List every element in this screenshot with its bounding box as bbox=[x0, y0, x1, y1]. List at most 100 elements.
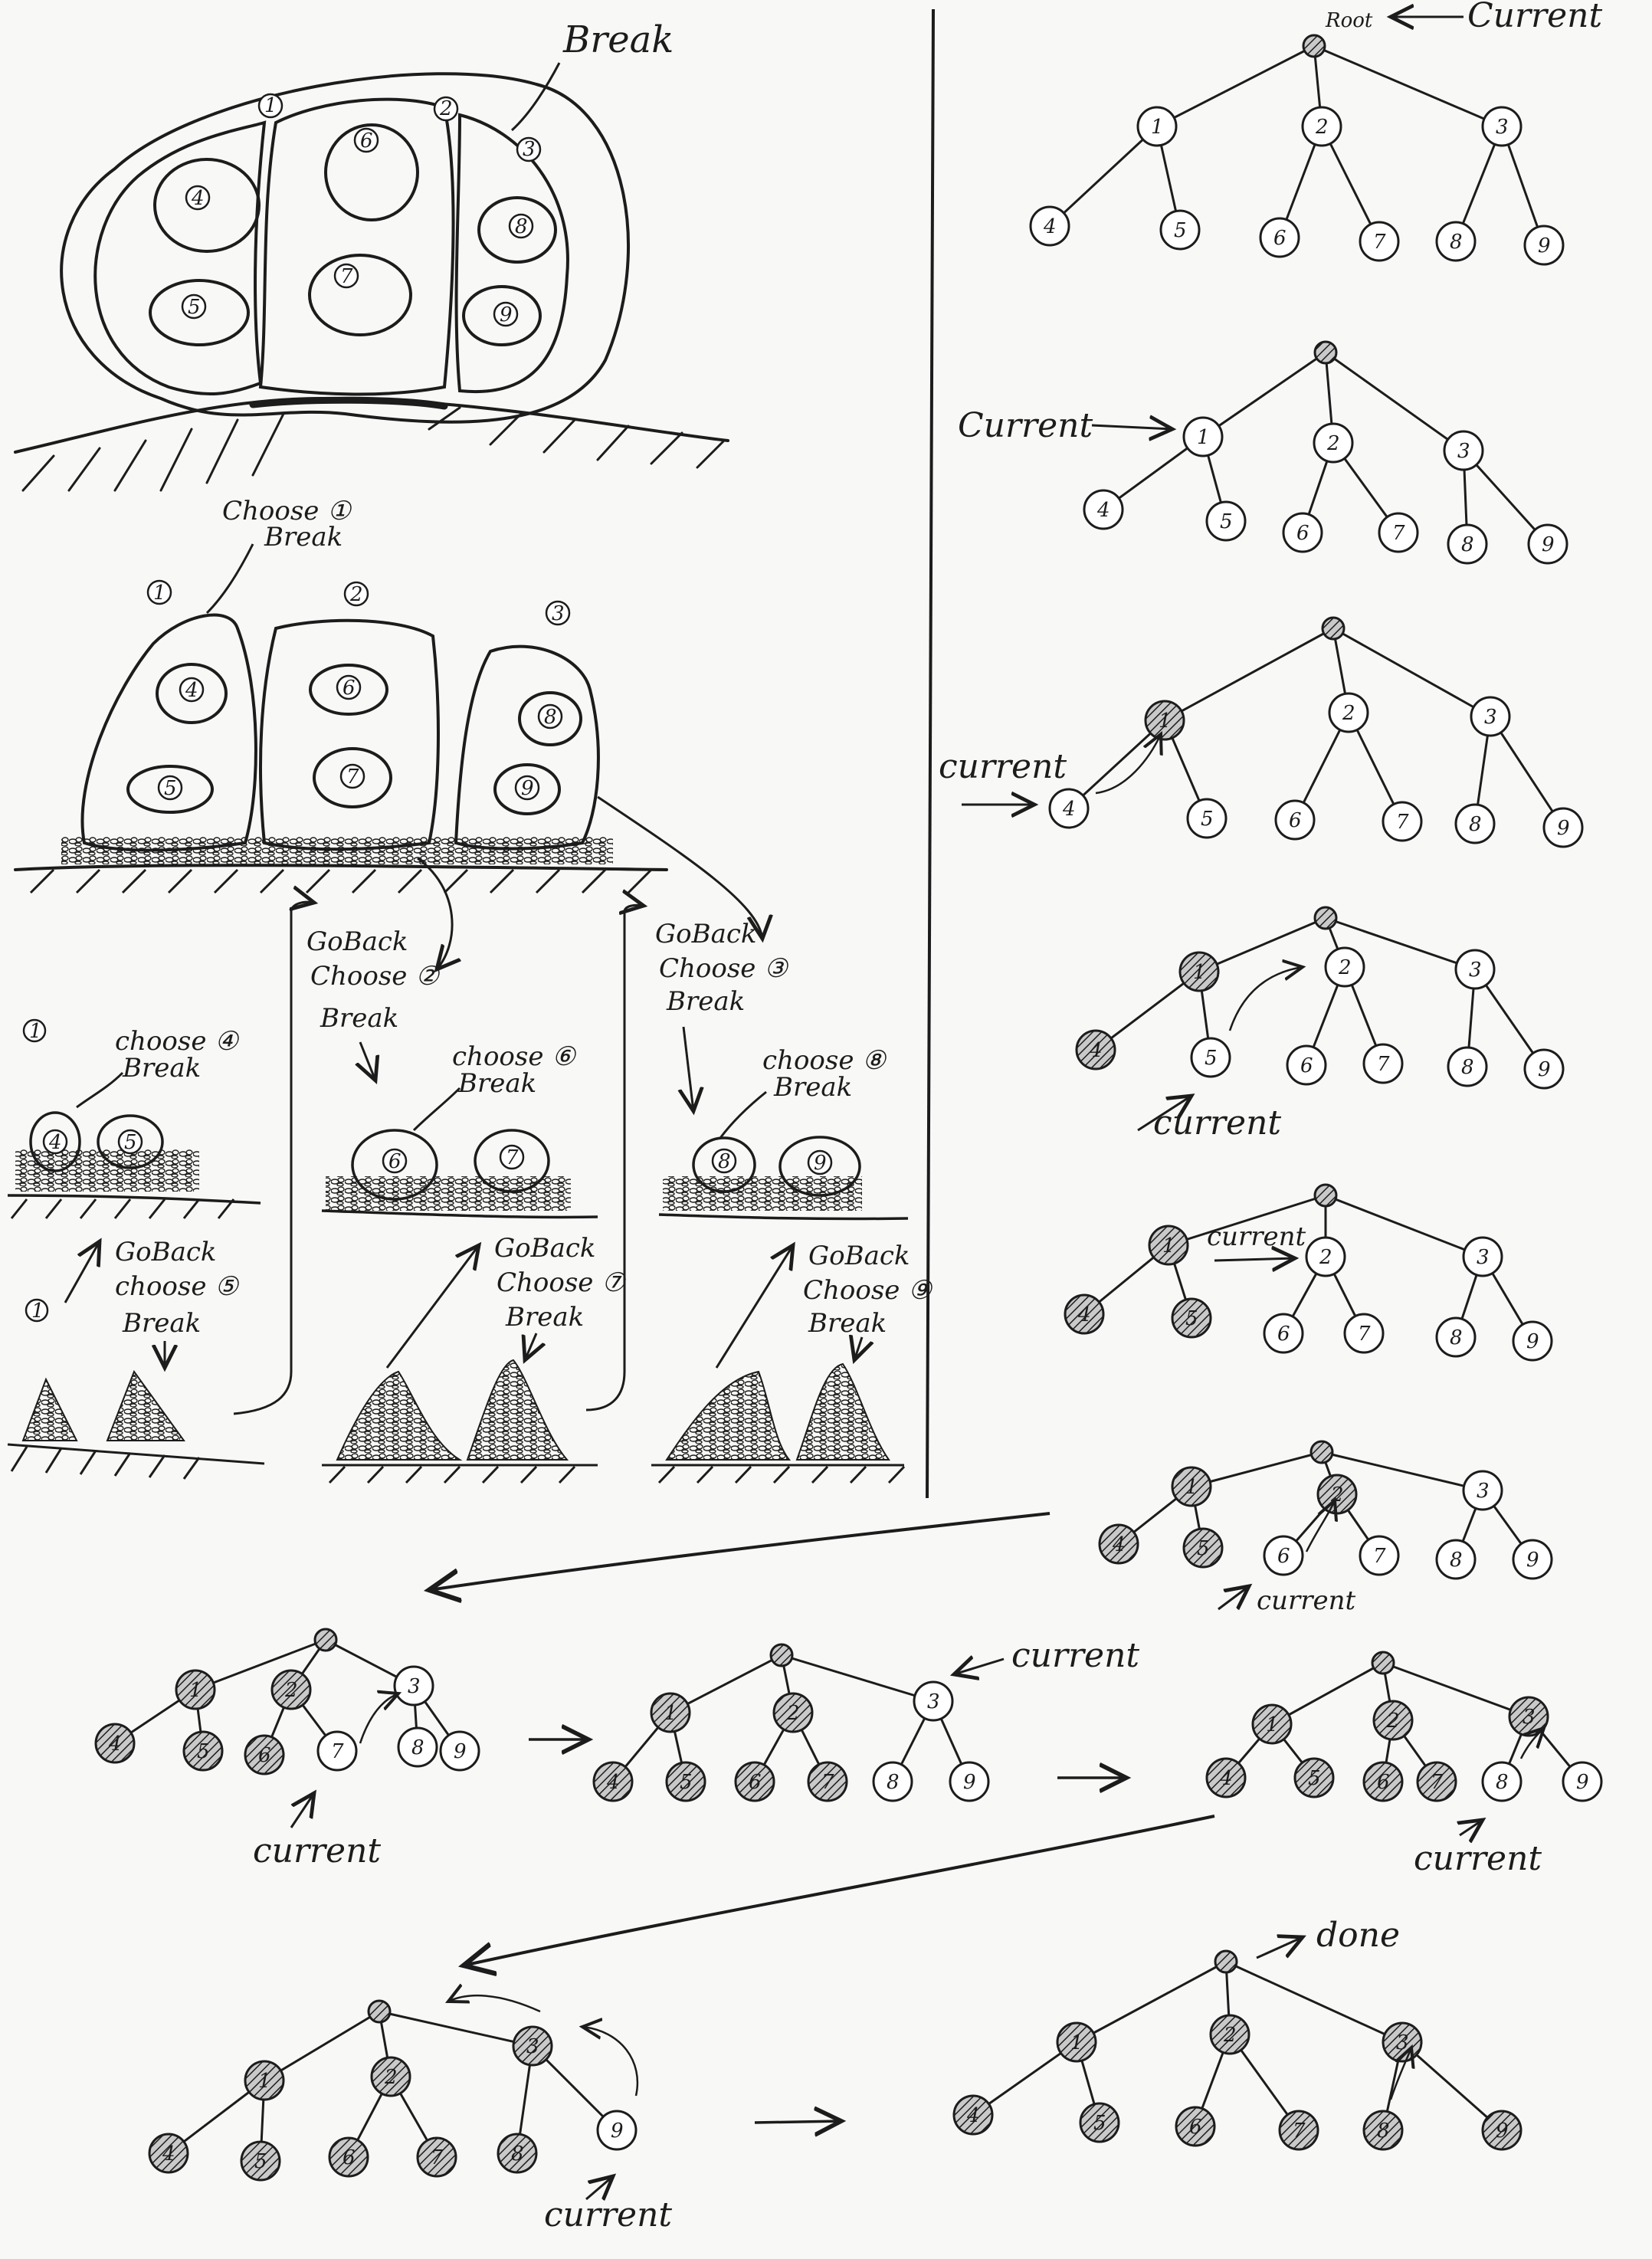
col3-break2-label: Break bbox=[808, 1308, 887, 1339]
root-node bbox=[367, 1999, 392, 2024]
tree-node-9 bbox=[439, 1730, 480, 1772]
col3-goback-label: GoBack bbox=[808, 1241, 910, 1271]
tree-node-label: 3 bbox=[1457, 440, 1470, 463]
col3-down-arrow bbox=[854, 1337, 862, 1360]
tree-node-label: 9 bbox=[1538, 1058, 1551, 1081]
col3-choose-label: choose ⑧ bbox=[762, 1045, 887, 1076]
tree-node-label: 6 bbox=[1189, 2116, 1202, 2139]
tree-node-8 bbox=[497, 2133, 538, 2174]
choose-2-label: Choose ② bbox=[310, 961, 440, 992]
tree-node-label: 1 bbox=[189, 1679, 202, 1702]
tree-node-label: 5 bbox=[1308, 1767, 1321, 1790]
col3-stone-markers bbox=[711, 1148, 833, 1175]
tree-node-5 bbox=[1159, 209, 1201, 251]
tree-node-6 bbox=[1263, 1535, 1304, 1576]
choose-2-down-arrow bbox=[360, 1041, 375, 1080]
tree-node-5 bbox=[1079, 2102, 1120, 2143]
tree-node-label: 1 bbox=[1266, 1713, 1279, 1736]
choose-3-break-label: Break bbox=[666, 986, 745, 1017]
rock-region-1: 1 bbox=[264, 94, 277, 117]
tree4-current-arrow bbox=[1137, 1096, 1191, 1132]
col1-ground-hatch bbox=[10, 1198, 235, 1219]
piece-label-3: 3 bbox=[552, 602, 565, 625]
tree-node-label: 4 bbox=[1077, 1303, 1091, 1326]
tree-node-label: 7 bbox=[1377, 1053, 1390, 1076]
tree-node-label: 2 bbox=[384, 2066, 398, 2089]
tree-edge bbox=[1454, 126, 1503, 242]
tree9-return-arrow bbox=[1519, 1728, 1544, 1759]
tree-edge bbox=[1156, 44, 1315, 128]
col1-choose-pointer bbox=[76, 1071, 124, 1109]
tree-node-5 bbox=[1293, 1757, 1335, 1798]
tree-node-6 bbox=[1259, 217, 1300, 258]
tree-node-1 bbox=[1056, 2021, 1097, 2063]
tree-edge bbox=[781, 1654, 934, 1703]
tree-node-label: 4 bbox=[162, 2143, 175, 2166]
tree-node-8 bbox=[1447, 523, 1488, 565]
tree-edge bbox=[1048, 125, 1159, 228]
choose-3-label: Choose ③ bbox=[659, 953, 788, 984]
tree-node-label: 3 bbox=[1396, 2031, 1409, 2054]
tree-node-8 bbox=[1454, 803, 1496, 844]
tree-node-label: 2 bbox=[1319, 1246, 1332, 1269]
col2-rubble bbox=[326, 1176, 571, 1211]
tree-node-label: 6 bbox=[1289, 809, 1302, 832]
col1-goback-label: GoBack bbox=[115, 1237, 217, 1267]
choose-1-label: Choose ① bbox=[222, 496, 352, 526]
tree-node-label: 9 bbox=[1526, 1549, 1539, 1572]
break-label: Break bbox=[562, 18, 674, 61]
three-pieces bbox=[14, 613, 668, 871]
tree-node-6 bbox=[1263, 1313, 1304, 1354]
tree-node-label: 2 bbox=[284, 1679, 298, 1702]
tree-node-9 bbox=[1523, 225, 1565, 266]
tree2-current-label: Current bbox=[958, 406, 1093, 445]
tree-node-label: 4 bbox=[1062, 798, 1076, 821]
tree9-current-label: current bbox=[1414, 1839, 1542, 1878]
tree-node-6 bbox=[1286, 1044, 1327, 1086]
root-node bbox=[1309, 1440, 1334, 1464]
col1-num: 1 bbox=[29, 1020, 42, 1043]
piece-labels-markers bbox=[146, 579, 571, 626]
tree-node-label: 8 bbox=[411, 1736, 424, 1759]
col2-choose2-label: Choose ⑦ bbox=[497, 1267, 626, 1298]
row-arrow-1 bbox=[429, 1512, 1051, 1590]
tree-node-label: 9 bbox=[963, 1771, 976, 1794]
tree-node-8 bbox=[397, 1726, 438, 1768]
tree6-current-arrow bbox=[1218, 1586, 1249, 1611]
tree-node-label: 8 bbox=[1377, 2120, 1390, 2143]
tree-node-label: 8 bbox=[1450, 1326, 1463, 1349]
tree-node-1 bbox=[650, 1692, 691, 1733]
col1-stone-markers bbox=[42, 1129, 143, 1155]
break-pointer bbox=[510, 62, 561, 132]
tree-node-8 bbox=[1435, 1316, 1477, 1358]
tree-node-8 bbox=[1435, 221, 1477, 262]
tree-node-3 bbox=[1462, 1470, 1503, 1511]
col1-num-marker bbox=[22, 1018, 49, 1323]
col3-choose2-label: Choose ⑨ bbox=[803, 1275, 933, 1306]
tree-edge bbox=[670, 1654, 782, 1714]
tree-node-label: 8 bbox=[887, 1771, 900, 1794]
tree-node-label: 7 bbox=[821, 1771, 834, 1794]
root-node bbox=[1313, 906, 1338, 930]
col2-break2-label: Break bbox=[505, 1302, 584, 1333]
tree-node-label: 2 bbox=[786, 1702, 800, 1725]
tree7-current-label: current bbox=[253, 1831, 381, 1870]
tree-node-5 bbox=[240, 2140, 281, 2182]
tree-node-label: 3 bbox=[1477, 1246, 1490, 1269]
tree-node-7 bbox=[1416, 1761, 1457, 1802]
tree-node-label: 9 bbox=[1576, 1771, 1589, 1794]
tree-edge bbox=[1191, 1451, 1323, 1488]
choose-1-pointer bbox=[205, 543, 254, 615]
rock-region-markers bbox=[257, 93, 542, 162]
col1-rubble-piles bbox=[21, 1369, 185, 1441]
tree-node-label: 4 bbox=[108, 1733, 122, 1756]
root-node bbox=[1214, 1949, 1238, 1974]
root-node bbox=[1302, 34, 1326, 58]
tree-node-6 bbox=[1274, 799, 1316, 841]
col3-rubble bbox=[663, 1176, 862, 1211]
col1-stone-5: 5 bbox=[124, 1131, 137, 1154]
tree-node-label: 4 bbox=[1096, 499, 1110, 522]
col2-down-arrow bbox=[525, 1333, 536, 1360]
tree-edge bbox=[1332, 627, 1491, 718]
